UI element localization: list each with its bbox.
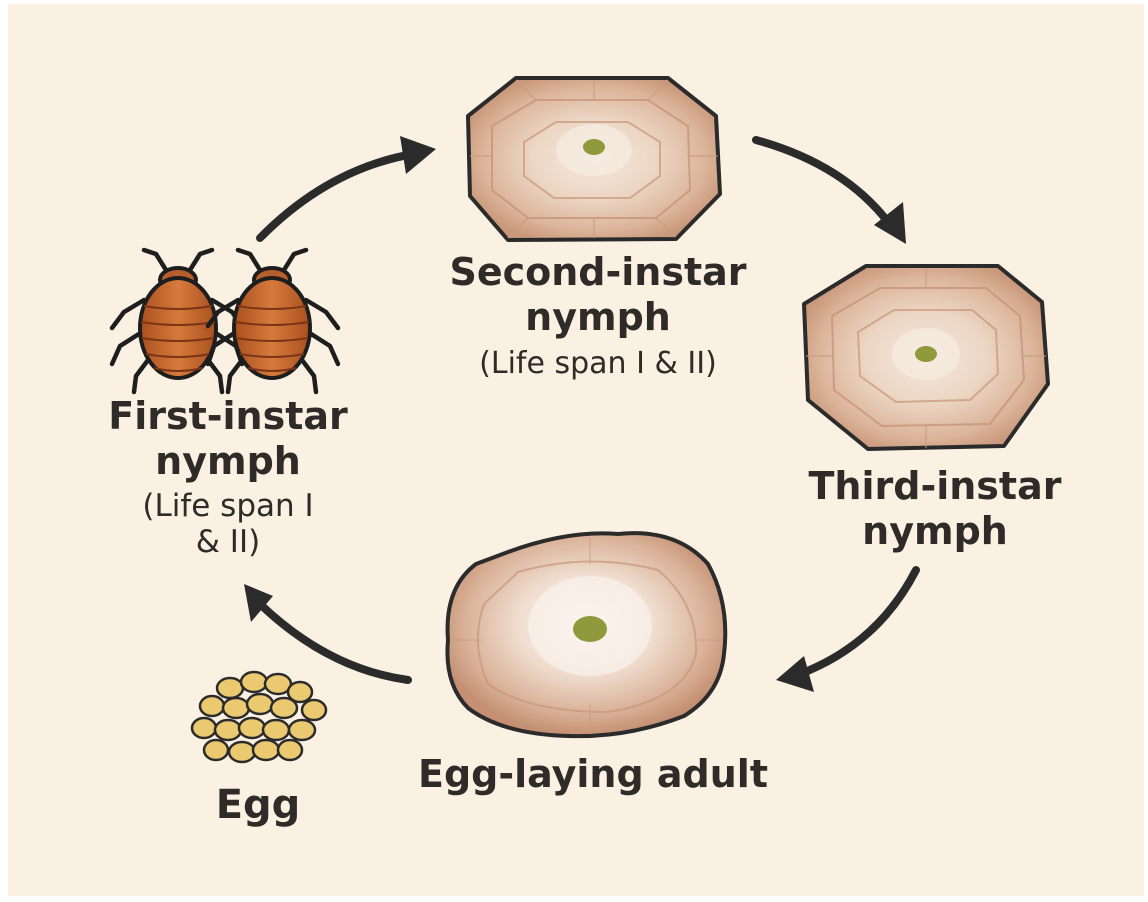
arrow-adult-to-first (260, 604, 408, 680)
first-instar-lifespan-1: (Life span I (78, 488, 378, 525)
egg-label: Egg (188, 782, 328, 829)
scale-insect-icon (468, 78, 720, 240)
second-instar-title-2: nymph (408, 295, 788, 340)
arrowhead-icon (776, 656, 814, 692)
first-instar-title-2: nymph (78, 439, 378, 484)
second-instar-lifespan: (Life span I & II) (408, 346, 788, 381)
life-cycle-diagram: Second-instar nymph (Life span I & II) F… (8, 4, 1144, 896)
third-instar-title-1: Third-instar (770, 464, 1100, 509)
arrowhead-icon (400, 136, 436, 174)
third-instar-title-2: nymph (770, 509, 1100, 554)
first-instar-title-1: First-instar (78, 394, 378, 439)
arrow-third-to-adult (800, 570, 916, 674)
egg-title: Egg (188, 782, 328, 829)
scale-insect-icon (447, 533, 725, 736)
arrow-first-to-second (260, 154, 413, 238)
egg-cluster-icon (192, 672, 326, 762)
second-instar-label: Second-instar nymph (Life span I & II) (408, 250, 788, 381)
second-instar-title-1: Second-instar (408, 250, 788, 295)
adult-label: Egg-laying adult (388, 752, 798, 797)
third-instar-label: Third-instar nymph (770, 464, 1100, 554)
bug-icon (208, 250, 338, 392)
scale-insect-icon (804, 266, 1048, 449)
first-instar-lifespan-2: & II) (78, 524, 378, 561)
adult-title: Egg-laying adult (388, 752, 798, 797)
arrow-second-to-third (756, 140, 888, 222)
first-instar-label: First-instar nymph (Life span I & II) (78, 394, 378, 561)
bug-icon (112, 250, 242, 392)
